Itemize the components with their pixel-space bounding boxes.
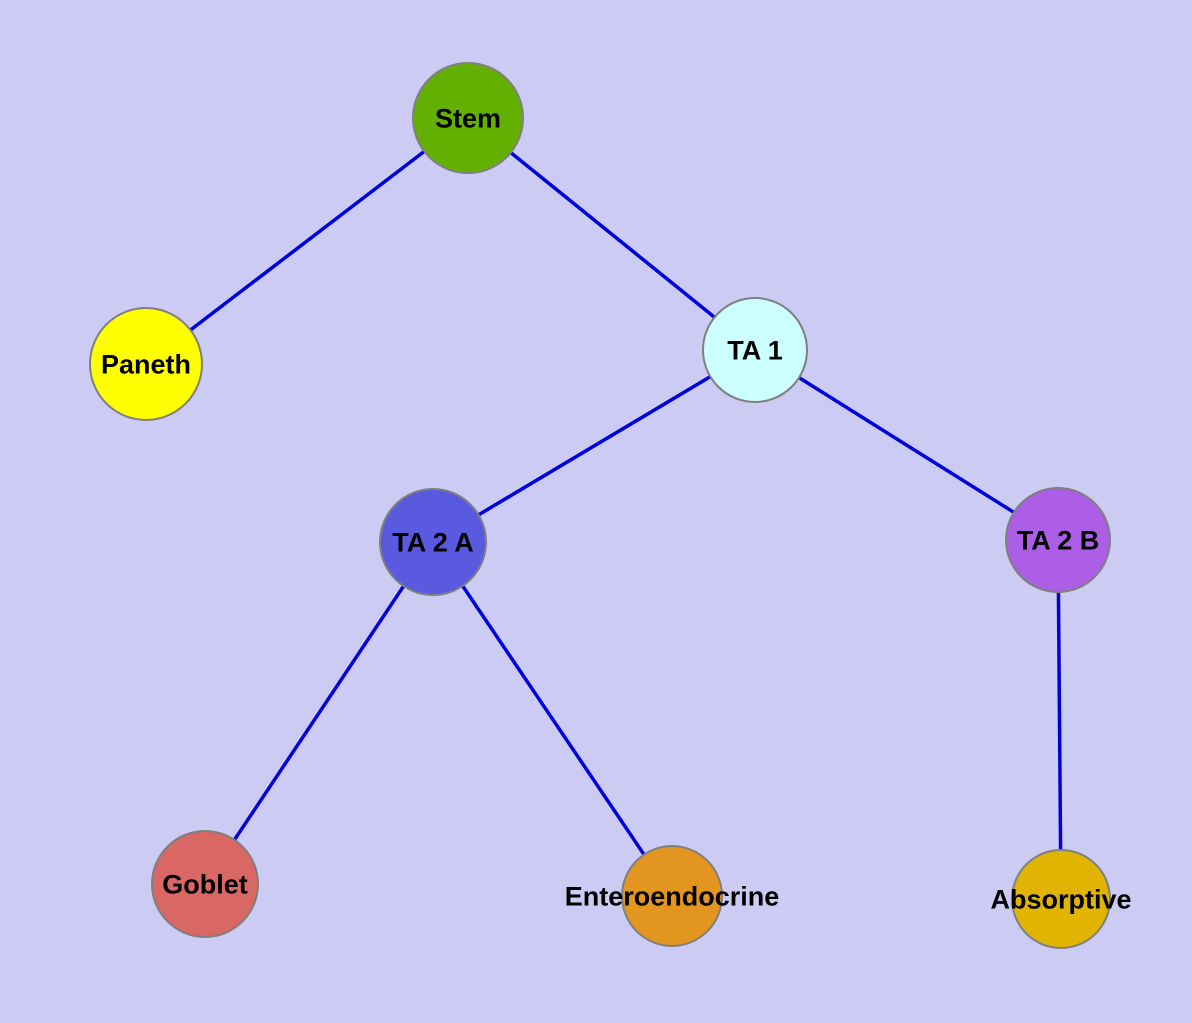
- edge-ta2a-enteroendocrine: [431, 541, 674, 897]
- node-stem[interactable]: [412, 62, 524, 174]
- node-paneth[interactable]: [89, 307, 203, 421]
- node-absorptive[interactable]: [1011, 849, 1111, 949]
- edge-stem-paneth: [144, 116, 470, 366]
- edge-ta2b-absorptive: [1056, 539, 1063, 900]
- node-enteroendocrine[interactable]: [621, 845, 723, 947]
- edge-stem-ta1: [466, 116, 757, 352]
- node-ta1[interactable]: [702, 297, 808, 403]
- node-ta2a[interactable]: [379, 488, 487, 596]
- edge-ta1-ta2b: [754, 348, 1059, 542]
- node-ta2b[interactable]: [1005, 487, 1111, 593]
- edge-ta2a-goblet: [203, 541, 435, 885]
- node-goblet[interactable]: [151, 830, 259, 938]
- edge-ta1-ta2a: [432, 348, 756, 544]
- edges-layer: [144, 116, 1063, 900]
